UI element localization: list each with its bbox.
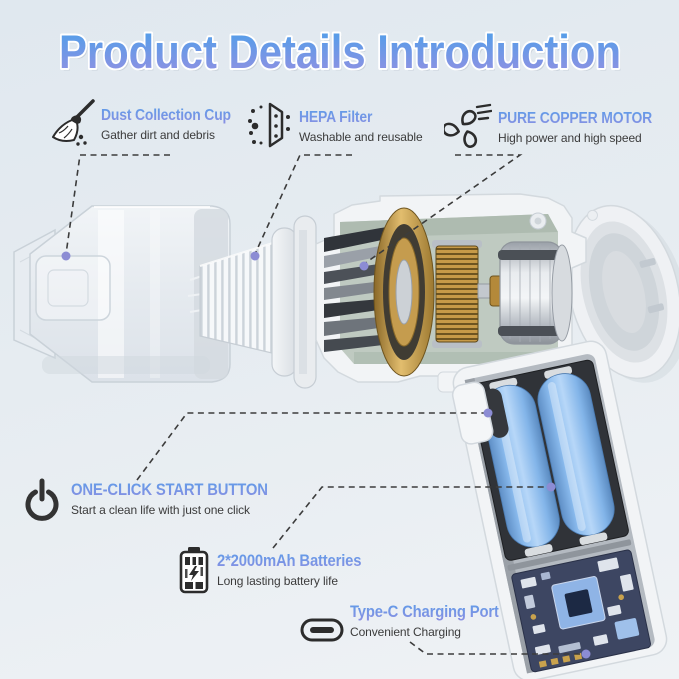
handle-assembly — [451, 340, 668, 679]
title-banner: Product Details Introduction Product Det… — [57, 23, 623, 81]
feature-batteries: 2*2000mAh Batteries Long lasting battery… — [178, 546, 377, 594]
circuit-board — [511, 549, 651, 673]
end-cap — [566, 204, 679, 383]
feature-hepa-filter: HEPA Filter Washable and reusable — [246, 100, 423, 150]
feature-label: 2*2000mAh Batteries — [217, 552, 362, 570]
feature-desc: Long lasting battery life — [217, 573, 338, 588]
feature-label: ONE-CLICK START BUTTON — [71, 481, 268, 499]
callout-line-dust-cup — [65, 154, 170, 255]
page-title-shadow: Product Details Introduction — [61, 28, 623, 81]
page-title: Product Details Introduction — [59, 25, 621, 78]
feature-copper-motor: PURE COPPER MOTOR High power and high sp… — [444, 102, 669, 148]
fan-icon — [444, 103, 492, 148]
power-icon — [25, 478, 59, 521]
feature-typec-port: Type-C Charging Port Convenient Charging — [300, 603, 515, 645]
feature-desc: Start a clean life with just one click — [71, 502, 250, 517]
dust-cup — [13, 205, 231, 383]
hepa-filter-icon — [248, 102, 290, 148]
feature-label: PURE COPPER MOTOR — [498, 110, 653, 127]
feature-label: HEPA Filter — [299, 109, 410, 127]
callout-line-motor — [363, 154, 523, 265]
battery-icon — [179, 547, 209, 594]
motor-assembly — [315, 193, 587, 393]
callout-line-button — [136, 412, 486, 481]
feature-desc: Convenient Charging — [350, 624, 461, 639]
feature-desc: Gather dirt and debris — [101, 127, 215, 142]
usb-c-icon — [300, 618, 344, 642]
feature-label: Type-C Charging Port — [350, 603, 499, 621]
feature-desc: High power and high speed — [498, 130, 642, 145]
callout-lines — [65, 154, 583, 655]
callout-line-battery — [272, 486, 548, 549]
hepa-filter — [187, 215, 317, 389]
batteries — [469, 359, 629, 561]
callout-dots — [61, 251, 591, 659]
feature-dust-collection-cup: Dust Collection Cup Gather dirt and debr… — [50, 98, 245, 148]
broom-icon — [52, 99, 95, 146]
feature-start-button: ONE-CLICK START BUTTON Start a clean lif… — [20, 477, 290, 525]
feature-desc: Washable and reusable — [299, 129, 423, 144]
feature-label: Dust Collection Cup — [101, 107, 231, 124]
